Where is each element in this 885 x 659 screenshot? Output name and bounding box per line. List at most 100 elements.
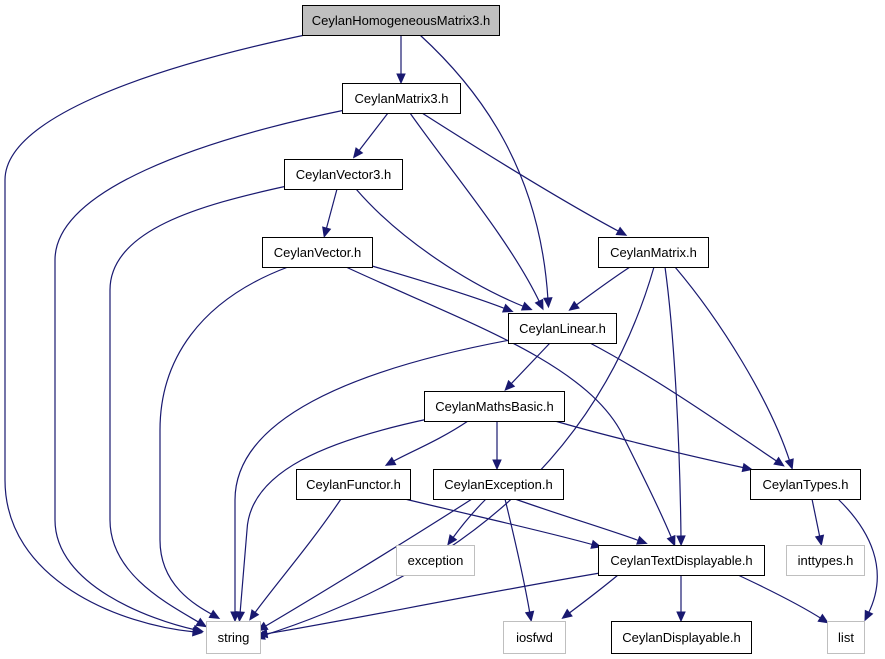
node-iosfwd[interactable]: iosfwd [503,621,566,654]
edge-text-displayable-to-list [737,574,823,620]
edge-vector-to-text-displayable-arrowhead [666,534,676,547]
node-iosfwd-box [503,621,566,654]
node-vector3[interactable]: CeylanVector3.h [284,159,403,190]
node-string-box [206,621,261,654]
node-types[interactable]: CeylanTypes.h [750,469,861,500]
edge-vector3-to-vector [325,188,338,231]
edge-linear-to-types-arrowhead [773,456,785,467]
edge-vector3-to-linear-arrowhead [520,301,533,311]
node-types-box [750,469,861,500]
edge-exception-h-to-text-displayable [514,498,641,542]
edge-vector-to-string-arrowhead [208,609,221,620]
node-matrix-box [598,237,709,268]
node-vector-label: CeylanVector.h [274,245,361,260]
node-vector[interactable]: CeylanVector.h [262,237,373,268]
node-exception-label: exception [408,553,464,568]
edge-exception-h-to-iosfwd-arrowhead [524,610,535,623]
node-maths-basic-box [424,391,565,422]
node-homogeneous-matrix3-label: CeylanHomogeneousMatrix3.h [312,13,490,28]
node-string[interactable]: string [206,621,261,654]
node-displayable[interactable]: CeylanDisplayable.h [611,621,752,654]
node-exception-h-label: CeylanException.h [444,477,552,492]
node-functor-label: CeylanFunctor.h [306,477,401,492]
edge-text-displayable-to-iosfwd [567,574,619,615]
edge-matrix-to-linear [574,266,631,307]
edge-functor-to-text-displayable [404,498,595,546]
edge-vector3-to-vector-arrowhead [322,226,332,238]
node-list[interactable]: list [827,621,865,654]
node-text-displayable-label: CeylanTextDisplayable.h [610,553,752,568]
edge-matrix-to-text-displayable-arrowhead [676,535,686,547]
edge-matrix3-to-vector3 [357,112,389,153]
edge-maths-basic-to-exception-h-arrowhead [492,459,502,471]
edge-vector3-to-string [109,185,288,624]
node-exception-h-box [433,469,564,500]
node-functor[interactable]: CeylanFunctor.h [296,469,411,500]
edge-matrix3-to-matrix [421,112,621,233]
edge-matrix-to-types [674,266,791,463]
edge-functor-to-string [253,498,342,615]
edge-matrix-to-text-displayable [664,266,682,539]
edge-matrix-to-types-arrowhead [784,458,794,470]
node-functor-box [296,469,411,500]
edge-maths-basic-to-types [554,420,746,469]
node-displayable-label: CeylanDisplayable.h [622,630,741,645]
node-maths-basic-label: CeylanMathsBasic.h [435,399,554,414]
edge-linear-to-types [589,342,779,463]
node-text-displayable-box [598,545,765,576]
edge-types-to-list-arrowhead [864,609,874,622]
node-matrix3-box [342,83,461,114]
edge-linear-to-maths-basic [509,342,551,386]
edge-vector3-to-string-arrowhead [195,617,208,628]
node-list-label: list [838,630,854,645]
node-matrix3[interactable]: CeylanMatrix3.h [342,83,461,114]
edge-exception-h-to-iosfwd [504,498,531,615]
edge-exception-h-to-text-displayable-arrowhead [636,535,648,545]
node-matrix-label: CeylanMatrix.h [610,245,697,260]
edge-matrix3-to-string [54,109,346,631]
node-exception[interactable]: exception [396,545,475,576]
edge-text-displayable-to-iosfwd-arrowhead [561,608,573,619]
edge-text-displayable-to-displayable-arrowhead [676,611,686,623]
node-linear-label: CeylanLinear.h [519,321,606,336]
node-homogeneous-matrix3-box [302,5,500,36]
edge-linear-to-maths-basic-arrowhead [504,379,516,391]
node-string-label: string [218,630,250,645]
edge-matrix3-to-matrix-arrowhead [615,226,628,236]
edge-exception-h-to-exception-arrowhead [447,534,458,546]
edge-vector-to-string [159,266,289,616]
edge-vector-to-linear [371,265,507,310]
node-vector3-box [284,159,403,190]
node-inttypes-box [786,545,865,576]
node-exception-h[interactable]: CeylanException.h [433,469,564,500]
edge-homogeneous-matrix3-to-linear [419,34,549,301]
node-homogeneous-matrix3[interactable]: CeylanHomogeneousMatrix3.h [302,5,500,36]
node-linear[interactable]: CeylanLinear.h [508,313,617,344]
edge-maths-basic-to-string-arrowhead [235,611,246,623]
node-list-box [827,621,865,654]
node-vector-box [262,237,373,268]
node-displayable-box [611,621,752,654]
node-linear-box [508,313,617,344]
node-iosfwd-label: iosfwd [516,630,553,645]
node-inttypes-label: inttypes.h [798,553,854,568]
edge-homogeneous-matrix3-to-matrix3-arrowhead [396,73,406,85]
edge-exception-h-to-exception [451,498,487,540]
edge-text-displayable-to-list-arrowhead [817,613,829,624]
node-exception-box [396,545,475,576]
edge-homogeneous-matrix3-to-string [4,34,306,633]
edge-linear-to-string [234,339,511,614]
edge-vector3-to-linear [355,188,526,308]
edge-matrix-to-linear-arrowhead [568,300,580,311]
node-text-displayable[interactable]: CeylanTextDisplayable.h [598,545,765,576]
edge-types-to-inttypes [811,498,821,539]
edge-homogeneous-matrix3-to-linear-arrowhead [543,297,553,309]
edge-matrix3-to-linear [409,112,541,304]
node-maths-basic[interactable]: CeylanMathsBasic.h [424,391,565,422]
node-inttypes[interactable]: inttypes.h [786,545,865,576]
edge-matrix3-to-string-arrowhead [192,624,205,635]
node-matrix[interactable]: CeylanMatrix.h [598,237,709,268]
node-matrix3-label: CeylanMatrix3.h [355,91,449,106]
edge-types-to-inttypes-arrowhead [814,534,825,547]
edge-vector-to-linear-arrowhead [501,303,514,313]
